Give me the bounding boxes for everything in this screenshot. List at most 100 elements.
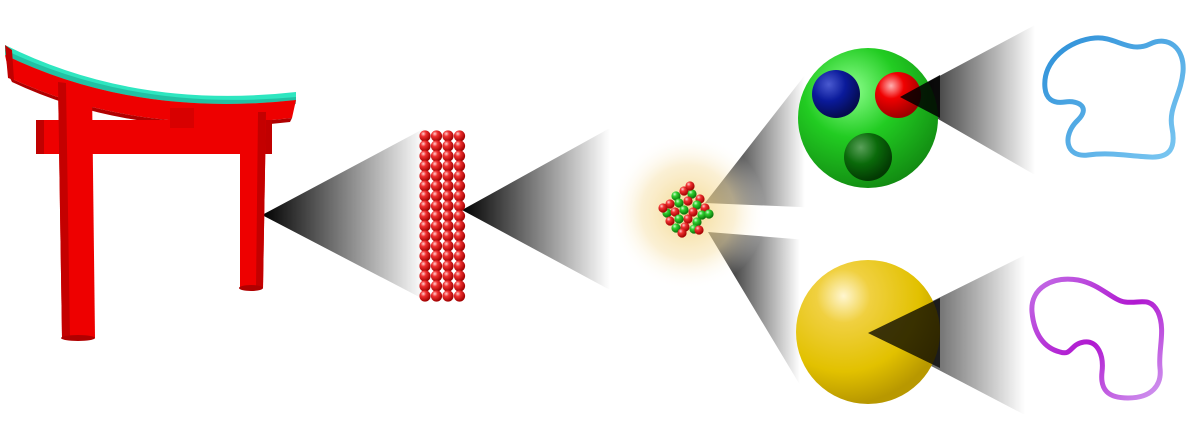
lattice-atom: [453, 210, 466, 222]
nucleus-neutron: [687, 189, 697, 199]
lattice-atom: [453, 280, 466, 292]
lattice-atom: [453, 200, 466, 212]
nucleus-icon: [610, 134, 766, 290]
lattice-atom: [442, 240, 454, 252]
lattice-atom: [453, 180, 466, 192]
string-loop-purple-icon: [1029, 276, 1165, 401]
lattice-atom: [453, 240, 466, 252]
lattice-atom: [430, 180, 443, 192]
lattice-atom: [442, 290, 454, 302]
nucleus-neutron: [692, 200, 702, 210]
lattice-atom: [430, 160, 443, 172]
nucleus-proton: [670, 207, 680, 217]
lattice-atom: [453, 150, 466, 162]
nucleus-proton: [658, 203, 668, 213]
lattice-atom: [430, 280, 443, 292]
lattice-atom: [442, 140, 454, 152]
lattice-atom: [419, 220, 431, 232]
lattice-atom: [442, 250, 454, 262]
nucleus-proton: [688, 207, 698, 217]
nucleus-neutron: [704, 209, 714, 219]
lattice-atom: [430, 150, 443, 162]
lattice-atom: [430, 270, 443, 282]
nucleus-neutron: [679, 205, 689, 215]
lattice-atom: [430, 190, 443, 202]
zoom-cone-particle-to-string: [868, 255, 1025, 415]
lattice-atom: [419, 140, 431, 152]
lattice-atom: [442, 130, 454, 142]
lattice-atom: [430, 250, 443, 262]
lattice-atom: [430, 290, 443, 302]
nucleus-neutron: [697, 210, 707, 220]
torii-gate-icon: [5, 45, 296, 341]
lattice-atom: [453, 140, 466, 152]
lattice-atom: [442, 160, 454, 172]
lattice-atom: [419, 150, 431, 162]
zoom-cone-quark-to-string: [900, 25, 1035, 175]
zoom-cone-lattice-to-nucleus: [462, 128, 610, 290]
quark-green-icon: [844, 133, 892, 181]
quark-red-icon: [875, 72, 921, 118]
lattice-atom: [453, 260, 466, 272]
zoom-cone-nucleus-to-particle: [708, 232, 870, 385]
lattice-atom: [430, 130, 443, 142]
lattice-atom: [419, 260, 431, 272]
lattice-atom: [419, 270, 431, 282]
lattice-atom: [430, 140, 443, 152]
lattice-atom: [419, 230, 431, 242]
lattice-atom: [453, 190, 466, 202]
lattice-atom: [430, 230, 443, 242]
nucleus-proton: [685, 181, 695, 191]
lattice-atom: [419, 280, 431, 292]
lattice-atom: [442, 260, 454, 272]
lattice-atom: [419, 240, 431, 252]
lattice-atom: [430, 260, 443, 272]
lattice-atom: [453, 130, 466, 142]
nucleon-icon: [798, 48, 938, 188]
nucleus-proton: [677, 228, 687, 238]
lattice-atom: [453, 220, 466, 232]
string-loop-blue-icon: [1042, 35, 1186, 160]
lattice-atom: [442, 220, 454, 232]
nucleus-proton: [683, 214, 693, 224]
lattice-atom: [442, 280, 454, 292]
lattice-atom: [430, 220, 443, 232]
lattice-atom: [453, 230, 466, 242]
lattice-atom: [453, 170, 466, 182]
nucleus-neutron: [674, 214, 684, 224]
zoom-cone-quark-tip: [900, 75, 940, 118]
lattice-atom: [419, 290, 431, 302]
nucleus-neutron: [692, 217, 702, 227]
lattice-atom: [453, 250, 466, 262]
nucleus-proton: [683, 196, 693, 206]
lattice-atom: [442, 230, 454, 242]
lattice-atom: [430, 210, 443, 222]
nucleus-proton: [694, 225, 704, 235]
lattice-atom: [419, 160, 431, 172]
lattice-atom: [419, 200, 431, 212]
lattice-atom: [453, 270, 466, 282]
lattice-atom: [430, 240, 443, 252]
atom-lattice-icon: [419, 130, 466, 302]
lattice-atom: [419, 130, 431, 142]
nucleus-proton: [665, 216, 675, 226]
lattice-atom: [419, 250, 431, 262]
lattice-atom: [419, 190, 431, 202]
lattice-atom: [442, 270, 454, 282]
lattice-atom: [442, 190, 454, 202]
lattice-atom: [430, 200, 443, 212]
lattice-atom: [430, 170, 443, 182]
nucleus-neutron: [671, 191, 681, 201]
lattice-atom: [419, 170, 431, 182]
lattice-atom: [419, 180, 431, 192]
lattice-atom: [442, 210, 454, 222]
particle-sphere-icon: [796, 260, 940, 404]
lattice-atom: [442, 150, 454, 162]
nucleus-neutron: [674, 198, 684, 208]
lattice-atom: [453, 290, 466, 302]
zoom-cone-particle-tip: [868, 298, 940, 368]
lattice-atom: [442, 200, 454, 212]
nucleus-proton: [665, 199, 675, 209]
